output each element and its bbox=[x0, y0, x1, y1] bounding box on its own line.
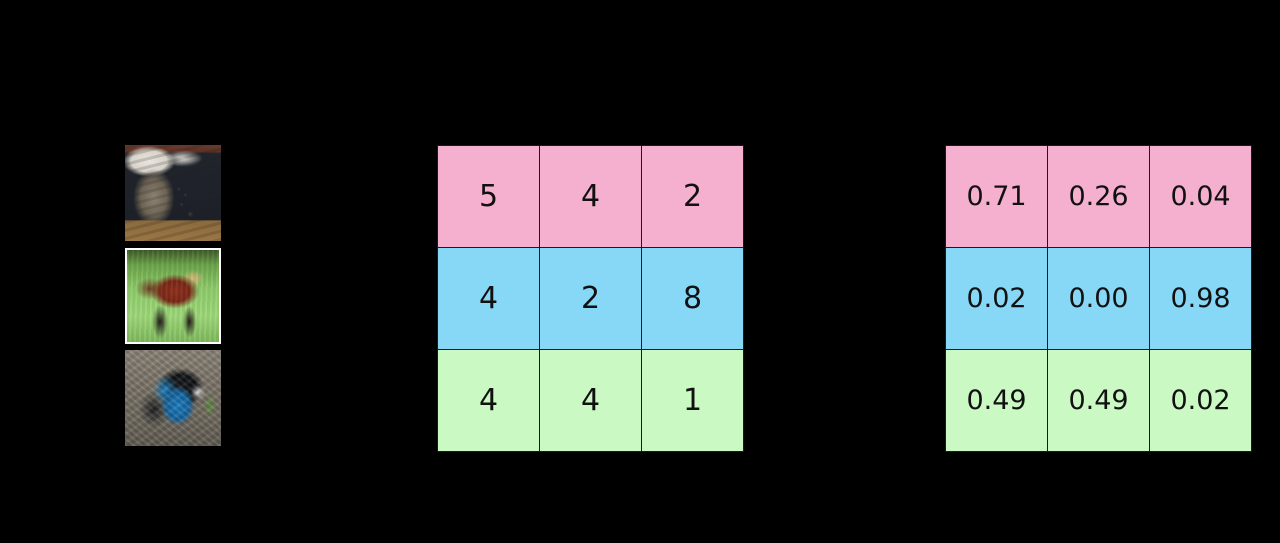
counts-table: 5 4 2 4 2 8 4 4 1 bbox=[437, 145, 744, 452]
dog-image bbox=[125, 350, 221, 446]
probability-cell: 0.02 bbox=[945, 247, 1048, 350]
cat-thumbnail[interactable] bbox=[125, 145, 221, 241]
table-row: 0.02 0.00 0.98 bbox=[945, 247, 1252, 350]
probability-cell: 0.00 bbox=[1047, 247, 1150, 350]
table-row: 0.49 0.49 0.02 bbox=[945, 349, 1252, 452]
cat-image bbox=[125, 145, 221, 241]
table-row: 4 2 8 bbox=[437, 247, 744, 350]
probability-cell: 0.71 bbox=[945, 145, 1048, 248]
table-row: 0.71 0.26 0.04 bbox=[945, 145, 1252, 248]
counts-cell: 4 bbox=[437, 247, 540, 350]
probability-cell: 0.04 bbox=[1149, 145, 1252, 248]
dog-thumbnail[interactable] bbox=[125, 350, 221, 446]
probability-cell: 0.26 bbox=[1047, 145, 1150, 248]
probability-cell: 0.98 bbox=[1149, 247, 1252, 350]
counts-cell: 8 bbox=[641, 247, 744, 350]
counts-cell: 2 bbox=[539, 247, 642, 350]
counts-cell: 5 bbox=[437, 145, 540, 248]
probabilities-table: 0.71 0.26 0.04 0.02 0.00 0.98 0.49 0.49 … bbox=[945, 145, 1252, 452]
counts-cell: 1 bbox=[641, 349, 744, 452]
horse-thumbnail[interactable] bbox=[125, 248, 221, 344]
thumbnail-column bbox=[125, 145, 221, 448]
probability-cell: 0.49 bbox=[1047, 349, 1150, 452]
counts-cell: 4 bbox=[539, 145, 642, 248]
table-row: 4 4 1 bbox=[437, 349, 744, 452]
counts-cell: 2 bbox=[641, 145, 744, 248]
horse-image bbox=[127, 250, 219, 342]
table-row: 5 4 2 bbox=[437, 145, 744, 248]
counts-cell: 4 bbox=[437, 349, 540, 452]
probability-cell: 0.49 bbox=[945, 349, 1048, 452]
counts-cell: 4 bbox=[539, 349, 642, 452]
probability-cell: 0.02 bbox=[1149, 349, 1252, 452]
